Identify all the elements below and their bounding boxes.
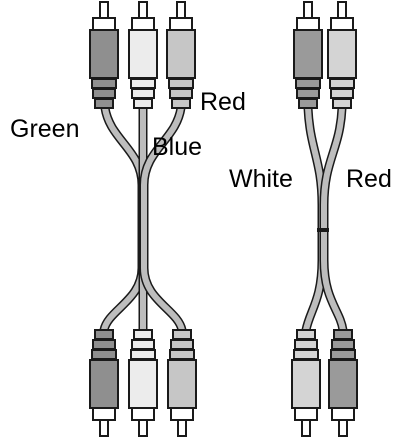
plug-white-bottom bbox=[291, 329, 321, 437]
plugs bbox=[89, 1, 358, 437]
label-blue: Blue bbox=[152, 133, 202, 161]
label-white: White bbox=[229, 165, 293, 193]
plug-red-bottom bbox=[167, 329, 197, 437]
plug-red-right-bottom bbox=[328, 329, 358, 437]
plug-red-top bbox=[166, 1, 196, 109]
cable-red-right-branch bbox=[319, 107, 348, 331]
plug-blue-top bbox=[128, 1, 158, 109]
plug-green-bottom bbox=[89, 329, 119, 437]
cable-joint bbox=[317, 228, 329, 232]
plug-red-right-top bbox=[327, 1, 357, 109]
plug-green-top bbox=[89, 1, 119, 109]
plug-white-top bbox=[293, 1, 323, 109]
cable-red-branch bbox=[139, 107, 187, 332]
label-green: Green bbox=[10, 115, 79, 143]
label-red-right: Red bbox=[346, 165, 392, 193]
plug-blue-bottom bbox=[128, 329, 158, 437]
cable-sheaths bbox=[99, 107, 348, 332]
label-red-left: Red bbox=[200, 88, 246, 116]
cable-green-branch bbox=[99, 107, 147, 332]
